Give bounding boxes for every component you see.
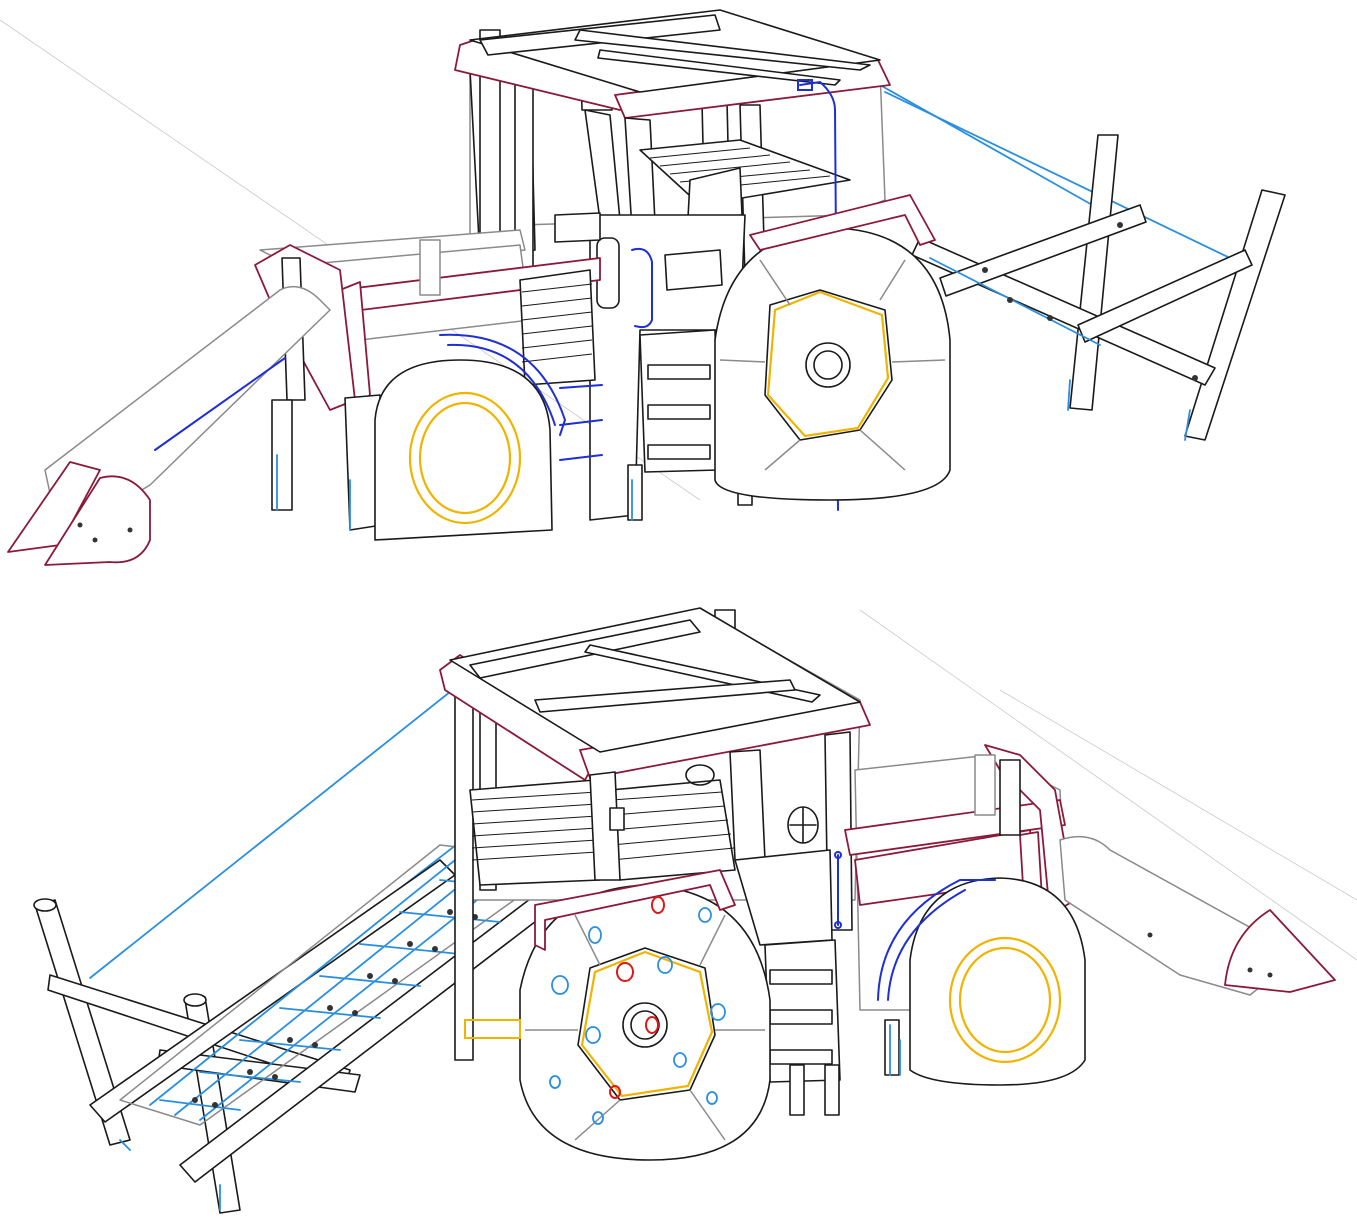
front-wheel-left-bottom [464, 869, 771, 1161]
ladder-top [639, 329, 719, 473]
slide-top [7, 285, 331, 566]
rope-frame-bolts [982, 222, 1198, 381]
rope-frame-top [879, 84, 1286, 441]
tractor-view-bottom [33, 607, 1336, 1214]
tractor-view-top [7, 9, 1286, 566]
hood-slats [519, 269, 596, 386]
cabin-bottom [439, 607, 871, 1116]
front-wheel-right-top [714, 194, 951, 501]
climbing-holds [549, 896, 726, 1125]
rear-wheel-right-bottom [877, 877, 1086, 1086]
ladder-bottom [764, 939, 841, 1083]
slide-bottom [1059, 835, 1336, 996]
cabin-top [454, 9, 891, 521]
rear-wheel-left-top [374, 333, 603, 541]
